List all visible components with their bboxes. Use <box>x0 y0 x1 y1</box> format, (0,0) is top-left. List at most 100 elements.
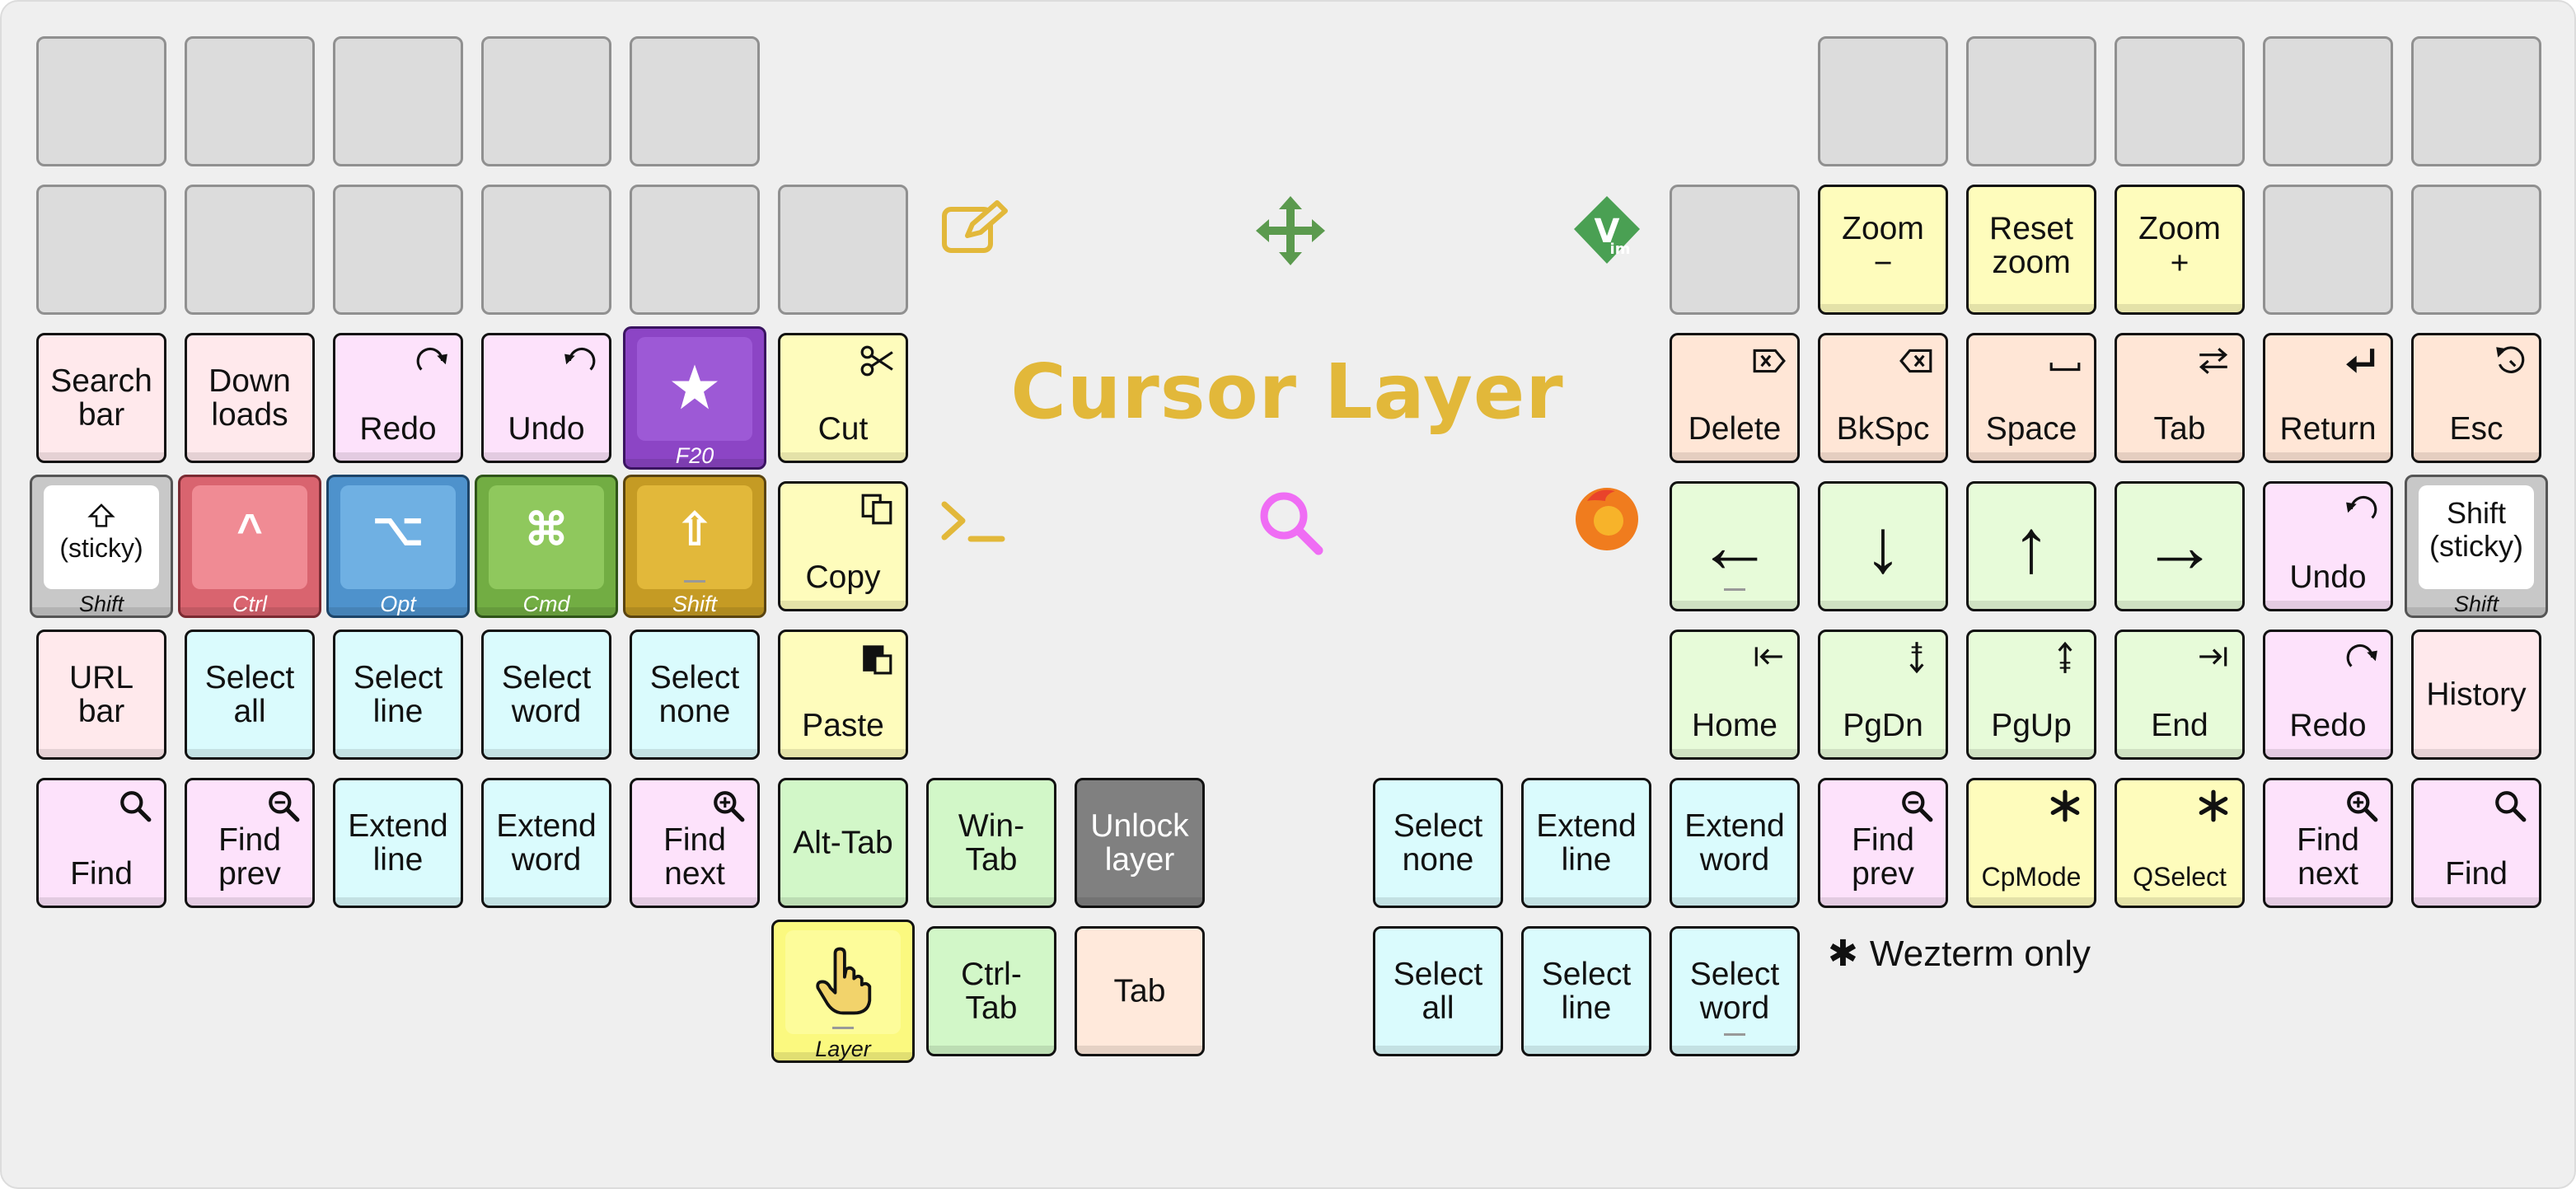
key-blank[interactable]: ↓ <box>1818 481 1948 611</box>
key-shadow <box>2117 749 2242 757</box>
key-redo[interactable]: Redo <box>2263 630 2393 760</box>
key-find-next[interactable]: Find next <box>630 778 760 908</box>
key-blank[interactable] <box>333 185 463 315</box>
key-find-prev[interactable]: Find prev <box>1818 778 1948 908</box>
key-select-word[interactable]: Select word <box>1670 926 1800 1056</box>
key-extend-word[interactable]: Extend word <box>1670 778 1800 908</box>
key-select-line[interactable]: Select line <box>333 630 463 760</box>
key-copy[interactable]: Copy <box>778 481 908 611</box>
key-paste[interactable]: Paste <box>778 630 908 760</box>
key-blank[interactable] <box>630 36 760 166</box>
hold-label: Shift <box>78 592 124 616</box>
key-blank[interactable] <box>778 185 908 315</box>
key-pgdn[interactable]: PgDn <box>1818 630 1948 760</box>
key-blank[interactable]: ^Ctrl <box>178 475 321 618</box>
key-tab[interactable]: Tab <box>1075 926 1205 1056</box>
key-select-word[interactable]: Select word <box>481 630 611 760</box>
key-find-next[interactable]: Find next <box>2263 778 2393 908</box>
key-extend-line[interactable]: Extend line <box>333 778 463 908</box>
return-icon <box>2344 344 2379 378</box>
key-redo[interactable]: Redo <box>333 333 463 463</box>
key-blank[interactable] <box>185 36 315 166</box>
key-shadow <box>929 1046 1054 1054</box>
key-cpmode[interactable]: CpMode <box>1966 778 2096 908</box>
key-blank[interactable]: ↑ <box>1966 481 2096 611</box>
key-select-all[interactable]: Select all <box>1373 926 1503 1056</box>
key-zoom[interactable]: Zoom + <box>2115 185 2245 315</box>
key-blank[interactable] <box>481 185 611 315</box>
key-shadow <box>1524 1046 1649 1054</box>
key-win-tab[interactable]: Win- Tab <box>926 778 1056 908</box>
key-down-loads[interactable]: Down loads <box>185 333 315 463</box>
key-label: Zoom − <box>1842 211 1924 281</box>
key-cut[interactable]: Cut <box>778 333 908 463</box>
key-extend-line[interactable]: Extend line <box>1521 778 1651 908</box>
key-ctrl-tab[interactable]: Ctrl- Tab <box>926 926 1056 1056</box>
key-blank[interactable]: → <box>2115 481 2245 611</box>
key-label: Zoom + <box>2138 211 2221 281</box>
key-pgup[interactable]: PgUp <box>1966 630 2096 760</box>
key-alt-tab[interactable]: Alt-Tab <box>778 778 908 908</box>
key-blank[interactable] <box>36 36 166 166</box>
key-end[interactable]: End <box>2115 630 2245 760</box>
key-shadow <box>2265 749 2391 757</box>
key-reset-zoom[interactable]: Reset zoom <box>1966 185 2096 315</box>
key-find[interactable]: Find <box>36 778 166 908</box>
key-blank[interactable] <box>1818 36 1948 166</box>
key-qselect[interactable]: QSelect <box>2115 778 2245 908</box>
key-blank[interactable] <box>2411 36 2541 166</box>
key-select-all[interactable]: Select all <box>185 630 315 760</box>
key-sticky[interactable]: (sticky)Shift <box>30 475 173 618</box>
key-shadow <box>484 897 609 906</box>
key-blank[interactable] <box>333 36 463 166</box>
key-blank[interactable]: ⇧Shift <box>623 475 766 618</box>
key-undo[interactable]: Undo <box>481 333 611 463</box>
key-label: QSelect <box>2133 862 2227 892</box>
key-label: ↓ <box>1864 504 1902 588</box>
key-shadow <box>2117 601 2242 609</box>
key-blank[interactable] <box>1670 185 1800 315</box>
key-url-bar[interactable]: URL bar <box>36 630 166 760</box>
key-blank[interactable]: ⌥Opt <box>326 475 470 618</box>
key-blank[interactable] <box>2411 185 2541 315</box>
key-history[interactable]: History <box>2411 630 2541 760</box>
key-label: CpMode <box>1981 862 2082 892</box>
key-delete[interactable]: Delete <box>1670 333 1800 463</box>
key-blank[interactable] <box>36 185 166 315</box>
key-label: Paste <box>802 708 884 743</box>
key-bkspc[interactable]: BkSpc <box>1818 333 1948 463</box>
key-blank[interactable]: ⌘Cmd <box>475 475 618 618</box>
key-shadow <box>625 607 764 616</box>
key-blank[interactable] <box>1966 36 2096 166</box>
key-extend-word[interactable]: Extend word <box>481 778 611 908</box>
key-label: Extend line <box>348 808 448 878</box>
key-zoom[interactable]: Zoom − <box>1818 185 1948 315</box>
key-f20[interactable]: F20 <box>623 326 766 470</box>
key-undo[interactable]: Undo <box>2263 481 2393 611</box>
key-select-none[interactable]: Select none <box>630 630 760 760</box>
key-blank[interactable] <box>630 185 760 315</box>
key-select-none[interactable]: Select none <box>1373 778 1503 908</box>
key-select-line[interactable]: Select line <box>1521 926 1651 1056</box>
key-blank[interactable]: ← <box>1670 481 1800 611</box>
key-home[interactable]: Home <box>1670 630 1800 760</box>
key-blank[interactable] <box>481 36 611 166</box>
key-find[interactable]: Find <box>2411 778 2541 908</box>
key-blank[interactable] <box>185 185 315 315</box>
key-return[interactable]: Return <box>2263 333 2393 463</box>
key-blank[interactable] <box>2263 185 2393 315</box>
key-esc[interactable]: Esc <box>2411 333 2541 463</box>
key-find-prev[interactable]: Find prev <box>185 778 315 908</box>
key-search-bar[interactable]: Search bar <box>36 333 166 463</box>
key-unlock-layer[interactable]: Unlock layer <box>1075 778 1205 908</box>
key-label: History <box>2426 676 2527 713</box>
undo-icon <box>2344 492 2379 527</box>
key-blank[interactable] <box>2115 36 2245 166</box>
zoom-out-icon <box>1899 789 1934 823</box>
key-layer[interactable]: Layer <box>771 920 915 1063</box>
key-shift-sticky[interactable]: Shift (sticky)Shift <box>2405 475 2548 618</box>
key-label: Unlock layer <box>1090 808 1189 878</box>
key-tab[interactable]: Tab <box>2115 333 2245 463</box>
key-blank[interactable] <box>2263 36 2393 166</box>
key-space[interactable]: Space <box>1966 333 2096 463</box>
